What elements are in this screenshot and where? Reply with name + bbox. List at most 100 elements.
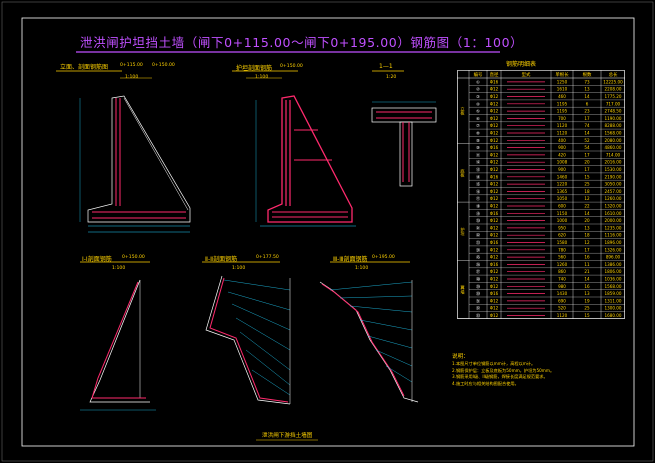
table-cell: Φ12 [490, 138, 499, 143]
section-station-6: 0+195.00 [372, 255, 395, 260]
table-cell: 1150 [557, 211, 568, 216]
table-cell: 14 [584, 131, 590, 136]
table-header-cell: 直径 [490, 71, 499, 78]
table-cell: 600 [558, 204, 566, 209]
table-cell: ⑮ [476, 181, 480, 187]
table-cell: 1610.00 [605, 211, 622, 216]
table-cell: 12 [584, 196, 590, 201]
table-cell: 1326.00 [605, 247, 622, 252]
table-cell: 13 [584, 87, 590, 92]
table-cell: 520 [558, 306, 566, 311]
table-cell: 2000.00 [605, 218, 622, 223]
table-cell: 12225.00 [603, 79, 623, 84]
table-header-cell: 根数 [583, 71, 592, 78]
table-cell: 16 [584, 284, 590, 289]
table-cell: Φ12 [490, 269, 499, 274]
table-cell: ㉙ [476, 283, 480, 289]
table-cell: ㉒ [476, 232, 480, 238]
table-cell: ⑩ [476, 145, 480, 150]
table-cell: 2016.00 [605, 160, 622, 165]
table-cell: 1530.00 [605, 167, 622, 172]
section-scale-1: 1:100 [125, 75, 139, 80]
table-cell: ⑦ [476, 123, 480, 128]
table-cell: ⑬ [476, 166, 480, 172]
table-cell: 560 [558, 255, 566, 260]
table-cell: Φ16 [490, 211, 499, 216]
table-cell: 12 [584, 240, 590, 245]
table-cell: Φ16 [490, 291, 499, 296]
section-title-1: 立面、剖面钢筋图 [60, 64, 109, 71]
table-cell: Φ12 [490, 152, 499, 157]
table-cell: Φ12 [490, 247, 499, 252]
table-cell: Φ12 [490, 131, 499, 136]
table-cell: 1260.00 [605, 196, 622, 201]
table-cell: 1235.00 [605, 225, 622, 230]
table-cell: 1300.00 [605, 306, 622, 311]
table-cell: 1036.00 [605, 277, 622, 282]
table-cell: 900 [558, 167, 566, 172]
section-scale-2: 1:100 [255, 75, 269, 80]
table-cell: 1568.00 [605, 284, 622, 289]
table-cell: ⑭ [476, 173, 480, 179]
table-cell: 15 [584, 174, 590, 179]
table-cell: Φ12 [490, 167, 499, 172]
table-cell: Φ12 [490, 109, 499, 114]
table-cell: 1311.00 [605, 298, 622, 303]
table-cell: ㉖ [476, 261, 480, 267]
table-cell: ⑨ [476, 138, 480, 143]
table-cell: ㉛ [476, 297, 480, 303]
table-cell: ⑫ [476, 159, 480, 165]
table-cell: 74 [584, 123, 590, 128]
section-3-drawing [371, 70, 437, 187]
table-cell: 4860.00 [605, 145, 622, 150]
table-cell: 1568.00 [605, 131, 622, 136]
table-cell: Φ12 [490, 284, 499, 289]
table-cell: 1116.00 [605, 233, 622, 238]
notes-line: 3.钢筋采用I级、II级钢筋，焊接长度满足规范要求。 [452, 374, 548, 380]
table-cell: Φ12 [490, 233, 499, 238]
section-station-1b: 0+150.00 [152, 63, 175, 68]
table-cell: Φ16 [490, 240, 499, 245]
table-cell: ② [476, 87, 480, 92]
table-cell: 17 [584, 167, 590, 172]
table-cell: 18 [584, 189, 590, 194]
table-cell: ㉚ [476, 290, 480, 296]
section-title-3: 1—1 [379, 63, 393, 70]
notes-block: 说明： 1.本图尺寸单位钢筋以mm计，高程以m计。 2.钢筋保护层：立板及底板为… [452, 354, 632, 387]
table-cell: 460 [558, 94, 566, 99]
table-cell: 1775.20 [605, 94, 622, 99]
table-cell: Φ12 [490, 204, 499, 209]
footer-title: 泄洪闸下游挡土墙图 [262, 433, 313, 439]
table-cell: Φ12 [490, 116, 499, 121]
table-cell: 13 [584, 225, 590, 230]
table-cell: 780 [558, 247, 566, 252]
title-block: 泄洪闸护坦挡土墙（闸下0+115.00～闸下0+195.00）钢筋图（1：100… [80, 32, 523, 52]
table-cell: 690 [558, 298, 566, 303]
table-cell: 1190.00 [605, 116, 622, 121]
drawing-title: 泄洪闸护坦挡土墙（闸下0+115.00～闸下0+195.00）钢筋图（1：100… [80, 35, 524, 50]
table-cell: ㉓ [476, 239, 480, 245]
table-cell: 1320.00 [605, 204, 622, 209]
table-cell: 1610 [557, 87, 568, 92]
table-cell: Φ12 [490, 277, 499, 282]
table-cell: 20 [584, 218, 590, 223]
table-cell: 1460 [557, 174, 568, 179]
table-cell: 980 [558, 284, 566, 289]
section-station-1: 0+115.00 [120, 63, 143, 68]
table-cell: 25 [584, 306, 590, 311]
section-title-2: 护坦剖面钢筋 [236, 65, 273, 72]
table-cell: ③ [476, 94, 480, 99]
table-cell: 18 [584, 233, 590, 238]
notes-title: 说明： [452, 354, 469, 360]
table-header-cell: 单根长 [555, 71, 569, 78]
table-cell: ㉕ [476, 254, 480, 260]
section-scale-4: 1:100 [112, 266, 126, 271]
table-cell: 717.00 [606, 101, 621, 106]
table-cell: 1386.00 [605, 262, 622, 267]
table-cell: 1050 [557, 196, 568, 201]
table-title: 钢筋明细表 [506, 61, 537, 68]
